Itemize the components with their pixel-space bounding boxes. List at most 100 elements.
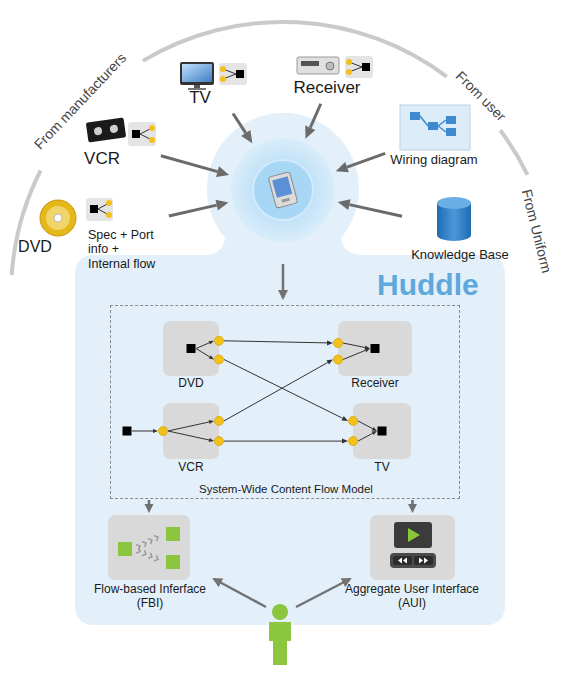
- port-diagram: [408, 528, 420, 542]
- port-diagram: [132, 431, 153, 432]
- component-box: [163, 403, 219, 459]
- wiring-icon: [446, 128, 456, 136]
- receiver-icon: [301, 61, 319, 66]
- port-diagram: [394, 522, 432, 548]
- node-label: Flow-based Inferface (FBI): [80, 583, 220, 611]
- component-box: [353, 403, 411, 459]
- port-diagram: [209, 341, 214, 345]
- component-box: [370, 515, 455, 580]
- node-label: Receiver: [293, 78, 360, 98]
- connector-line: [224, 441, 342, 442]
- source-arc: [12, 22, 528, 275]
- source-arc: [500, 130, 527, 175]
- device-node: DVD Spec + Port info + Internal flow: [14, 195, 166, 273]
- vcr-icon: [86, 117, 126, 142]
- huddle-shape: [231, 138, 335, 242]
- port-diagram: [378, 427, 387, 436]
- huddle-panel: DVDReceiverVCRTVSystem-Wide Content Flow…: [75, 112, 505, 625]
- vcr-icon: [109, 124, 118, 133]
- port-diagram: [349, 437, 358, 446]
- node-label: Receiver: [351, 377, 398, 391]
- port-diagram: [414, 556, 433, 565]
- node-label: Wiring diagram: [390, 153, 477, 168]
- flow-icon: [149, 137, 155, 143]
- phone-icon: [272, 176, 292, 198]
- huddle-shape: [75, 113, 505, 625]
- wiring-icon: [400, 105, 470, 150]
- port-diagram: [365, 349, 370, 353]
- flow-icon: [220, 76, 226, 82]
- port-diagram: [358, 433, 373, 441]
- flow-icon: [128, 122, 156, 146]
- tv-icon: [180, 62, 214, 90]
- node-label: VCR: [178, 461, 203, 475]
- flow-icon: [346, 59, 352, 65]
- port-diagram: [209, 420, 214, 424]
- interface-box: Flow-based Inferface (FBI): [78, 513, 222, 613]
- node-label: Spec + Port info + Internal flow: [88, 228, 164, 271]
- dvd-icon: [40, 200, 76, 236]
- model-device: TV: [346, 401, 416, 481]
- tv-icon: [182, 64, 212, 82]
- flow-icon: [345, 56, 373, 78]
- flow-icon: [86, 198, 113, 221]
- device-node: TV: [176, 55, 250, 111]
- port-diagram: [343, 343, 365, 348]
- port-diagram: [358, 421, 373, 429]
- port-diagram: [163, 403, 219, 459]
- model-device: Receiver: [333, 319, 417, 397]
- port-diagram: [166, 555, 180, 569]
- port-diagram: [148, 553, 152, 559]
- vcr-icon: [94, 127, 103, 136]
- connector-line: [349, 205, 402, 217]
- flow-icon: [236, 70, 244, 78]
- flow-arrow: [283, 264, 284, 298]
- person-icon: [269, 622, 291, 665]
- device-node: Receiver: [291, 52, 374, 101]
- flow-icon: [132, 130, 140, 138]
- port-diagram: [349, 416, 358, 425]
- component-box: [338, 321, 412, 376]
- port-diagram: [215, 355, 224, 364]
- flow-icon: [346, 69, 352, 75]
- database-icon: [437, 197, 471, 209]
- huddle-shape: [253, 160, 313, 220]
- source-arc: [12, 171, 41, 276]
- receiver-icon: [297, 57, 339, 74]
- flow-icon: [149, 125, 155, 131]
- flow-icon: [219, 63, 247, 85]
- port-diagram: [390, 553, 436, 568]
- port-diagram: [154, 536, 158, 541]
- connector-line: [161, 156, 218, 172]
- port-diagram: [196, 343, 209, 349]
- port-diagram: [372, 431, 377, 435]
- flow-icon: [362, 63, 370, 71]
- node-label: VCR: [84, 149, 120, 169]
- flow-icon: [345, 56, 373, 78]
- knowledge-node: Knowledge Base: [405, 190, 515, 268]
- component-box: [163, 321, 219, 376]
- port-diagram: [398, 558, 402, 564]
- receiver-icon: [297, 57, 339, 74]
- user-input-node: Wiring diagram: [388, 100, 480, 172]
- port-diagram: [215, 336, 224, 345]
- flow-icon: [106, 200, 112, 206]
- flow-icon: [220, 66, 226, 72]
- panel-title: Huddle: [377, 270, 479, 300]
- dvd-icon: [46, 206, 70, 230]
- port-diagram: [153, 429, 158, 433]
- port-diagram: [334, 355, 343, 364]
- wiring-icon: [400, 105, 470, 150]
- dvd-icon: [40, 200, 76, 236]
- flow-icon: [219, 63, 247, 85]
- port-diagram: [166, 527, 180, 541]
- flow-arrow: [282, 264, 285, 298]
- person-icon: [272, 604, 288, 620]
- port-diagram: [163, 321, 219, 376]
- node-label: DVD: [18, 238, 52, 256]
- connector-line: [148, 500, 151, 504]
- port-diagram: [187, 344, 196, 353]
- flow-icon: [128, 122, 156, 146]
- phone-icon: [281, 198, 290, 203]
